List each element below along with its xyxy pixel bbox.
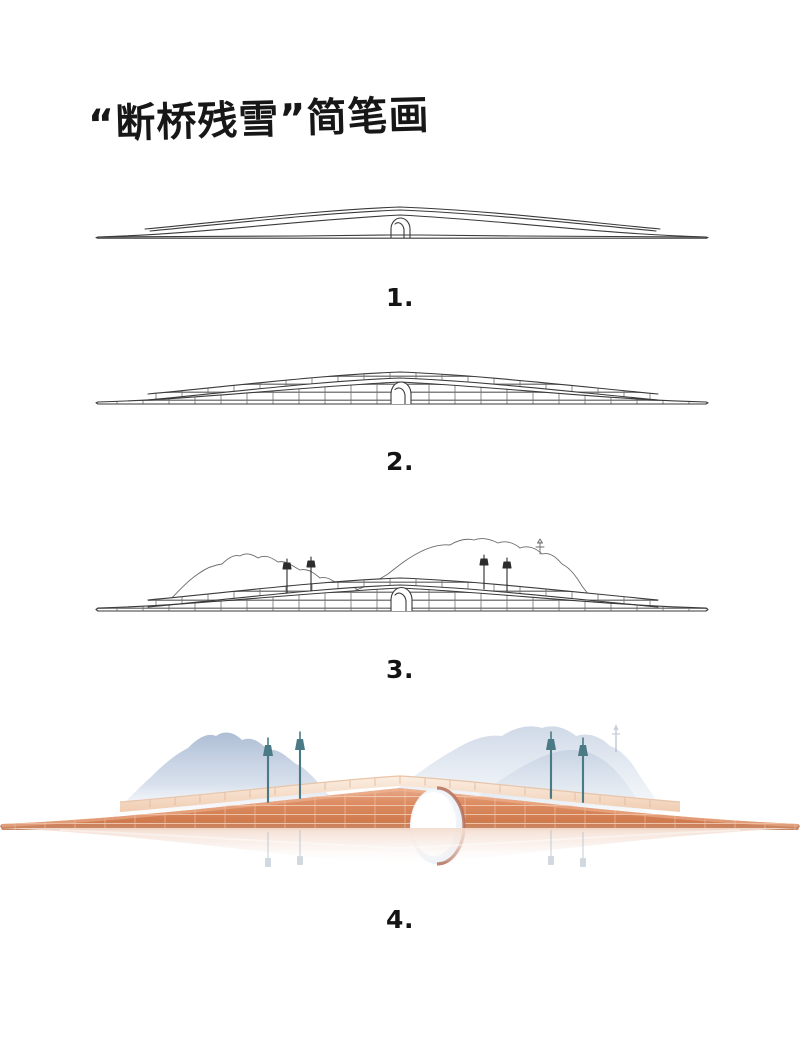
- mountain-outline-left: [163, 553, 359, 607]
- bridge-colored-drawing: [0, 724, 800, 867]
- lamp-post-1: [282, 558, 292, 594]
- bridge-brickwork-drawing: [95, 371, 709, 405]
- lamp-post-2: [295, 731, 305, 800]
- lamp-post-2: [306, 556, 316, 592]
- lamp-posts-group: [263, 731, 588, 804]
- step-2-number: 2.: [386, 447, 414, 476]
- bridge-scenery-drawing: [95, 538, 709, 612]
- mountain-outline-right: [355, 538, 601, 609]
- lamp-reflections: [265, 830, 586, 867]
- step-3-number: 3.: [386, 655, 414, 684]
- step-2-illustration: [0, 352, 800, 422]
- page-title: “断桥残雪”简笔画: [87, 92, 431, 148]
- pagoda-icon: [612, 724, 620, 752]
- lamp-post-3: [479, 554, 489, 590]
- step-4-illustration: [0, 706, 800, 906]
- step-1-number: 1.: [386, 283, 414, 312]
- step-4-number: 4.: [386, 905, 414, 934]
- bridge-outline-drawing: [95, 206, 709, 239]
- lamp-post-4: [502, 557, 512, 592]
- bridge-deck: [119, 775, 681, 812]
- lamp-post-3: [546, 731, 556, 800]
- step-3-illustration: [0, 528, 800, 628]
- step-1-illustration: [0, 188, 800, 258]
- lamp-post-4: [578, 737, 588, 804]
- water-reflection: [2, 828, 798, 867]
- lamp-post-1: [263, 737, 273, 804]
- pagoda-icon: [535, 538, 545, 555]
